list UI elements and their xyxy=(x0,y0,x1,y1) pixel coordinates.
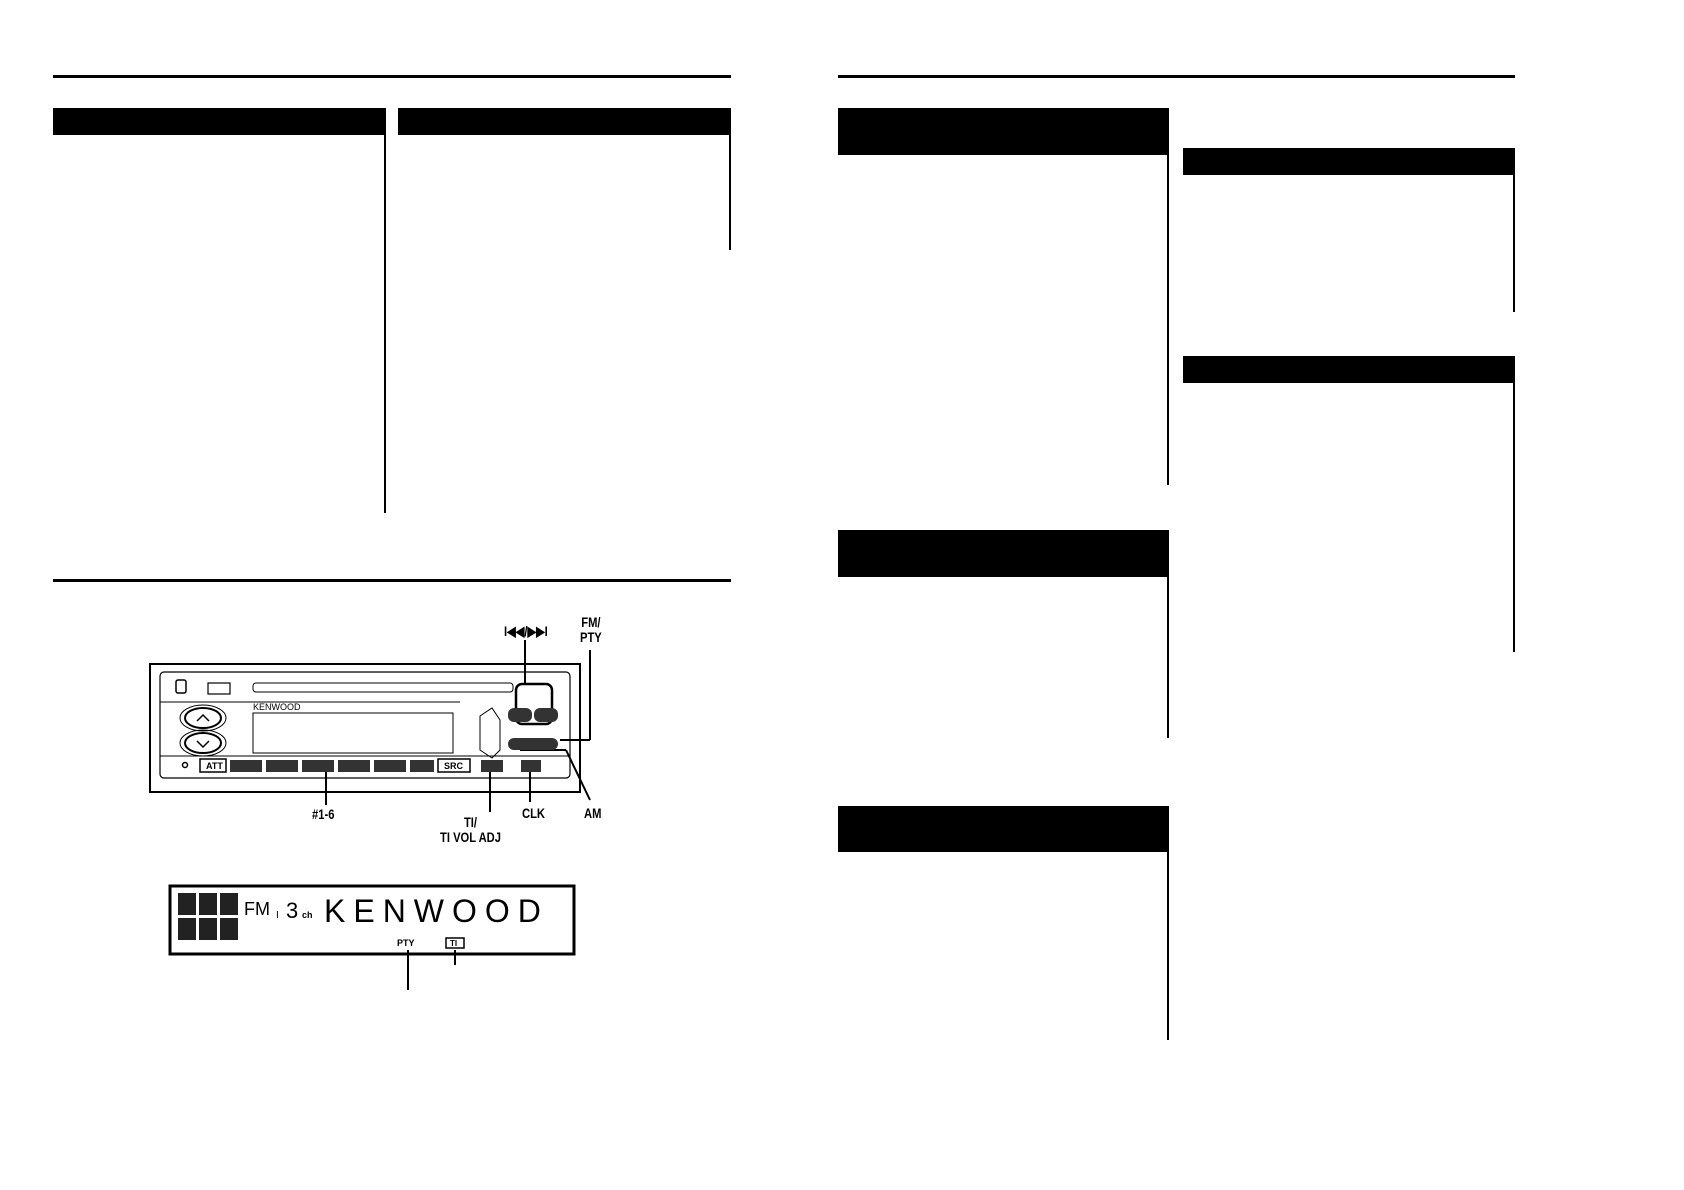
column-divider xyxy=(729,135,731,250)
fm-pty-label: FM/PTY xyxy=(580,615,602,645)
section-header-bar xyxy=(398,108,731,135)
track-buttons-label: I◀◀/▶▶I xyxy=(504,623,548,639)
ti-label: TI/TI VOL ADJ xyxy=(440,815,501,845)
section-rule xyxy=(53,75,731,78)
ti-indicator: TI xyxy=(450,939,457,948)
column-divider xyxy=(1513,175,1515,312)
column-divider xyxy=(384,135,386,513)
section-header-bar xyxy=(838,530,1169,577)
am-label: AM xyxy=(584,805,602,821)
section-rule xyxy=(838,75,1515,78)
ti-label-line1: TI/ xyxy=(463,814,478,830)
brand-logo: KENWOOD xyxy=(253,702,301,712)
lcd-display xyxy=(168,884,576,956)
section-rule xyxy=(53,579,731,582)
display-channel: 3 xyxy=(286,898,298,923)
section-header-bar xyxy=(1183,356,1515,383)
column-divider xyxy=(1167,577,1169,738)
column-divider xyxy=(1513,383,1515,652)
column-divider xyxy=(1167,852,1169,1040)
ti-label-line2: TI VOL ADJ xyxy=(440,829,501,845)
display-band-sub: I xyxy=(276,910,279,921)
section-header-bar xyxy=(1183,148,1515,175)
att-button[interactable]: ATT xyxy=(206,761,223,771)
section-header-bar xyxy=(838,108,1169,155)
pty-indicator: PTY xyxy=(397,938,415,948)
display-band: FM xyxy=(244,899,270,919)
section-header-bar xyxy=(838,806,1169,852)
column-divider xyxy=(1167,155,1169,485)
display-text: KENWOOD xyxy=(324,893,549,929)
presets-label: #1-6 xyxy=(312,806,335,822)
src-button[interactable]: SRC xyxy=(444,761,464,771)
fm-pty-label-line2: PTY xyxy=(580,629,602,645)
section-header-bar xyxy=(53,108,386,135)
fm-pty-label-line1: FM/ xyxy=(581,614,601,630)
display-channel-unit: ch xyxy=(302,910,313,920)
clk-label: CLK xyxy=(522,805,546,821)
